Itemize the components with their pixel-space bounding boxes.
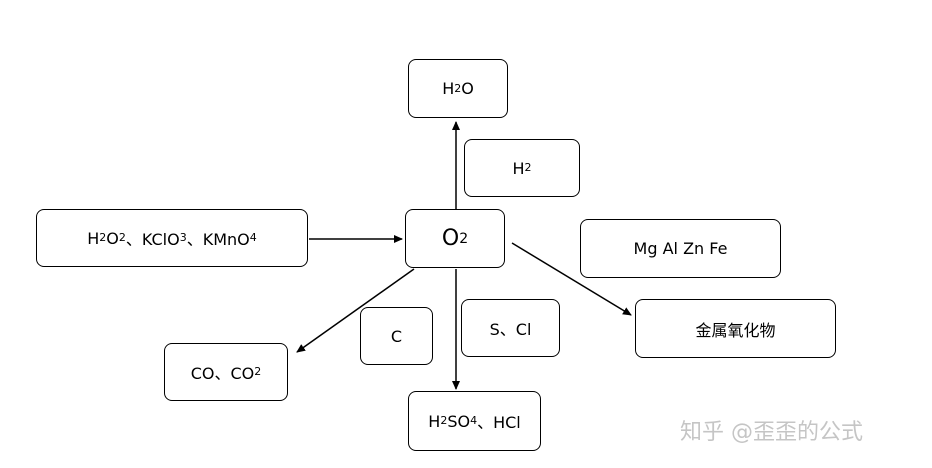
- node-metals: Mg Al Zn Fe: [580, 219, 781, 278]
- node-s-cl: S、Cl: [461, 299, 560, 357]
- node-metal-oxides: 金属氧化物: [635, 299, 836, 358]
- node-carbon: C: [360, 307, 433, 365]
- arrow-o2-to-metal-oxides: [511, 242, 632, 316]
- arrow-o2-to-carbon-oxides: [296, 268, 415, 353]
- watermark-text: 知乎 @歪歪的公式: [680, 420, 863, 445]
